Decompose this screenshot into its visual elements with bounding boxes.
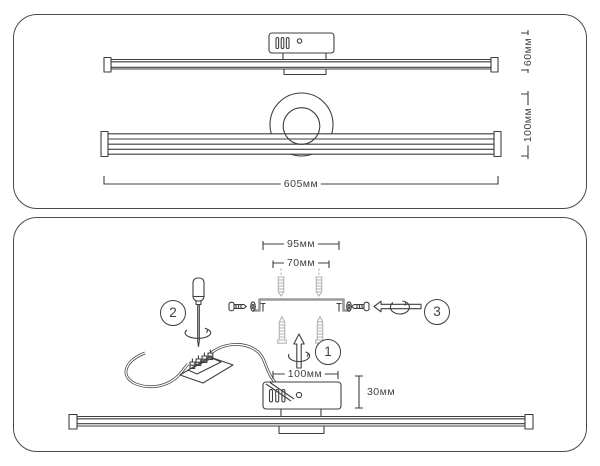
side-screw-right bbox=[346, 301, 370, 312]
canopy-hole bbox=[295, 391, 303, 399]
mounting-screw-icons bbox=[277, 315, 325, 344]
step-badge-2: 2 bbox=[160, 300, 186, 326]
lamp-top-view bbox=[103, 32, 499, 76]
rotate-left-arrow-icon bbox=[373, 300, 422, 315]
panel-installation-steps: 95мм 70мм 100мм 30мм 1 2 3 bbox=[13, 217, 587, 452]
side-screw-left bbox=[228, 301, 256, 312]
canopy-box bbox=[262, 381, 342, 410]
terminal-block-icon bbox=[179, 349, 234, 384]
wall-dowel-icons bbox=[277, 276, 323, 297]
end-cap-right bbox=[493, 130, 502, 158]
wall-dowel-icon bbox=[277, 276, 285, 297]
installation-drawing bbox=[68, 241, 534, 435]
washer-icon bbox=[250, 301, 256, 312]
wall-dowel-icon bbox=[315, 276, 323, 297]
dim-label-top-height: 60мм bbox=[522, 34, 534, 69]
mounting-screw-icon bbox=[277, 315, 287, 344]
end-cap-left bbox=[100, 130, 109, 158]
dim-label-bracket-width: 95мм bbox=[283, 239, 319, 250]
mounting-bracket-icon bbox=[253, 298, 350, 312]
screwdriver-icon bbox=[184, 277, 212, 348]
wall-mount-ring bbox=[269, 92, 334, 157]
dim-label-length: 605мм bbox=[280, 179, 322, 190]
swivel-joint bbox=[282, 107, 321, 145]
rotate-loop-icon bbox=[184, 327, 212, 339]
side-screw-icon bbox=[228, 301, 235, 312]
dim-label-canopy-height: 30мм bbox=[363, 387, 399, 398]
dim-label-hole-spacing: 70мм bbox=[283, 258, 319, 269]
canopy-hole bbox=[296, 38, 303, 44]
bracket-hole-marks bbox=[260, 302, 342, 312]
end-cap-left bbox=[103, 56, 112, 73]
lamp-bar-bottom bbox=[68, 409, 534, 435]
end-cap-right bbox=[524, 413, 534, 430]
step-badge-1: 1 bbox=[315, 339, 341, 365]
power-wire-icons bbox=[124, 343, 279, 389]
dim-label-canopy-width: 100мм bbox=[284, 369, 326, 380]
side-screw-icon bbox=[363, 301, 370, 312]
panel-product-dimensions: 605мм 60мм 100мм bbox=[13, 14, 587, 209]
end-cap-left bbox=[68, 413, 78, 430]
step-badge-3: 3 bbox=[424, 299, 450, 325]
rotate-up-arrow-icon bbox=[288, 333, 311, 369]
product-dimensions-drawing bbox=[100, 30, 529, 185]
dim-label-front-height: 100мм bbox=[522, 104, 534, 146]
end-cap-right bbox=[490, 56, 499, 73]
lamp-front-view bbox=[100, 92, 502, 158]
